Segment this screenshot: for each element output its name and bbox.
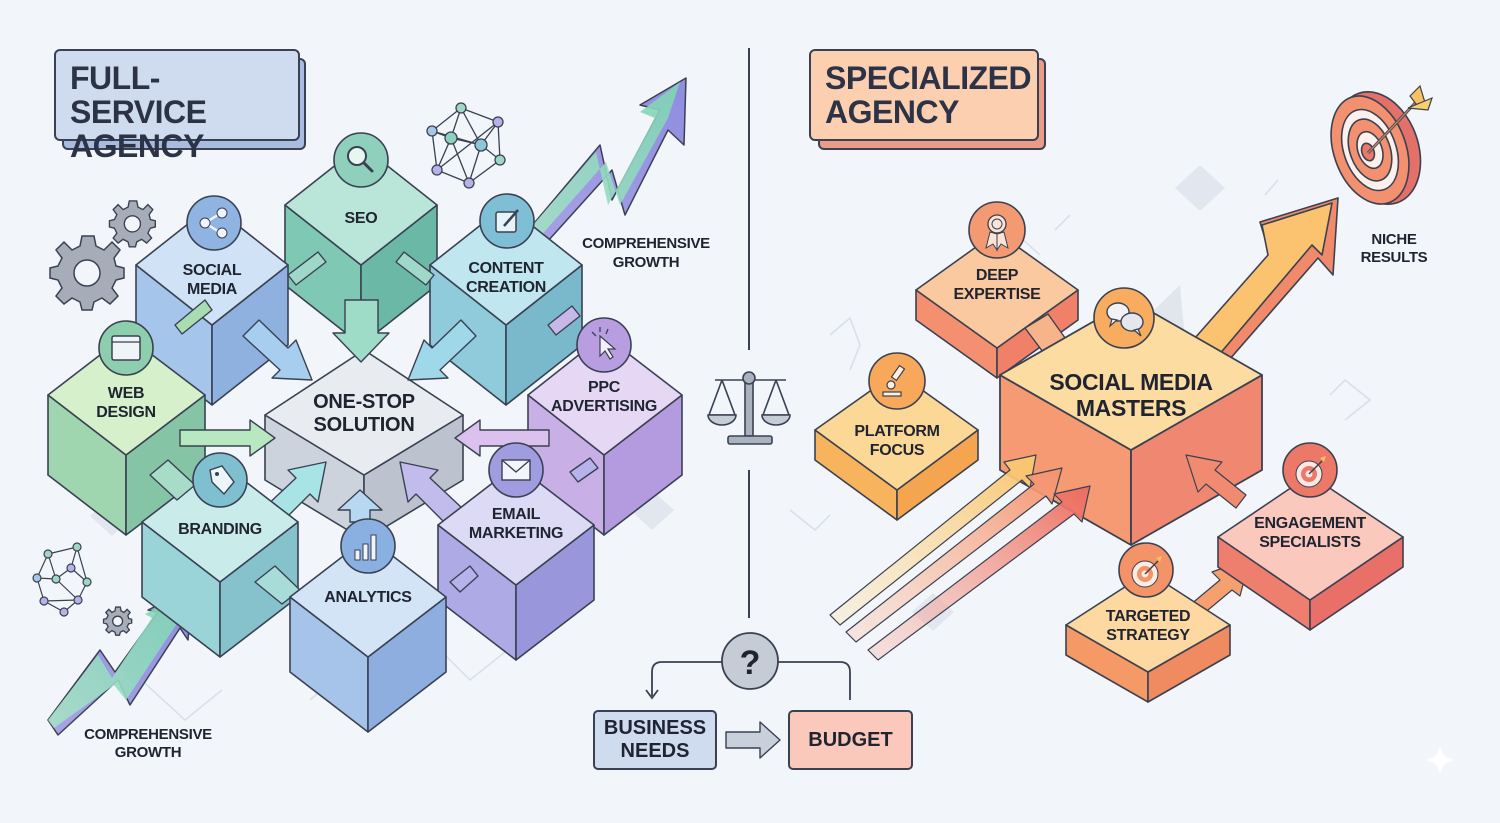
envelope-icon (488, 442, 544, 498)
award-ribbon-icon (968, 201, 1026, 259)
title-line: FULL-SERVICE (70, 60, 207, 130)
network-graph-icon (426, 102, 506, 189)
label-branding: BRANDING (178, 521, 262, 538)
gear-icon (108, 200, 157, 248)
chat-bubbles-icon (1093, 287, 1155, 349)
edit-icon (479, 193, 535, 249)
target-icon (1118, 542, 1174, 598)
browser-window-icon (98, 320, 154, 376)
service-cube-analytics[interactable] (289, 536, 447, 733)
question-branch-lines (645, 661, 851, 700)
target-icon (1282, 442, 1338, 498)
service-cube-email-marketing[interactable] (437, 464, 595, 661)
budget-box: BUDGET (788, 710, 913, 770)
title-full-service-agency: FULL-SERVICE AGENCY (54, 49, 300, 163)
search-icon (333, 132, 389, 188)
bar-chart-icon (340, 518, 396, 574)
growth-arrow-top (519, 77, 687, 253)
question-mark: ? (740, 644, 761, 682)
connector (174, 251, 581, 336)
bullseye-arrow-icon (1330, 84, 1433, 205)
gear-icon (49, 235, 125, 311)
title-specialized-agency: SPECIALIZED AGENCY (809, 49, 1039, 141)
share-icon (186, 195, 242, 251)
question-icon (721, 632, 779, 690)
growth-arrow-orange (1179, 197, 1339, 369)
label-seo: SEO (344, 210, 378, 227)
scale-icon (707, 371, 791, 445)
cursor-click-icon (576, 317, 632, 373)
title-line: AGENCY (70, 128, 204, 164)
tag-icon (192, 452, 248, 508)
label-analytics: ANALYTICS (324, 589, 412, 606)
microscope-icon (868, 352, 926, 410)
hub-cube-social-media-masters[interactable] (999, 299, 1263, 546)
arrow-right-icon (725, 721, 781, 759)
network-graph-icon (32, 542, 92, 617)
business-needs-box: BUSINESS NEEDS (593, 710, 717, 770)
service-cube-seo[interactable] (284, 144, 438, 346)
satellite-targeted-strategy[interactable] (1065, 571, 1231, 703)
satellite-platform-focus[interactable] (814, 371, 979, 521)
title-line: SPECIALIZED (825, 60, 1032, 96)
sparkle-icon (1425, 745, 1455, 775)
title-line: AGENCY (825, 94, 959, 130)
gear-icon (102, 606, 133, 636)
satellite-engagement-specialists[interactable] (1217, 474, 1404, 631)
